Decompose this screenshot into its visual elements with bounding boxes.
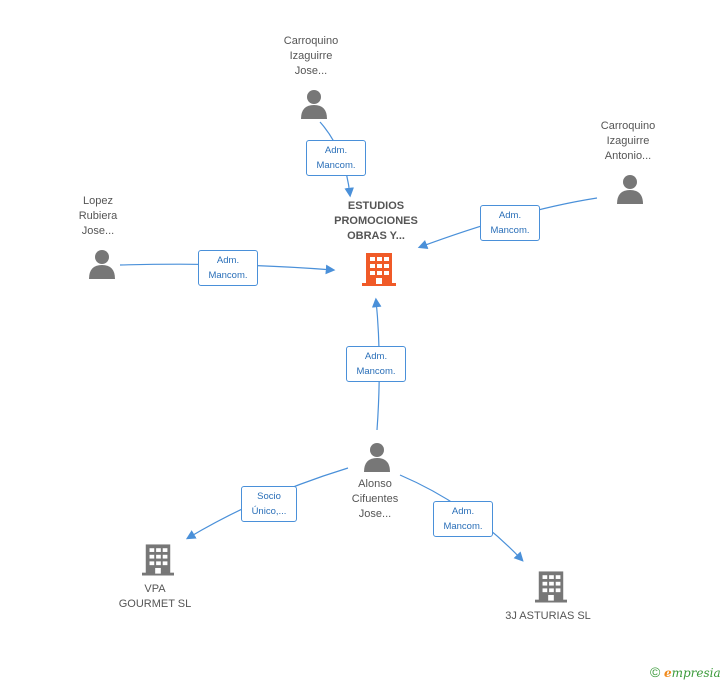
edge-label-asturias-line-2: Mancom. (443, 521, 483, 532)
center-company-label[interactable]: ESTUDIOS PROMOCIONES OBRAS Y... (316, 199, 436, 244)
building-icon[interactable] (142, 542, 174, 577)
edge-label-asturias-line-1: Adm. (451, 506, 475, 517)
edge-label-right-line-2: Mancom. (490, 225, 530, 236)
edge-label-left[interactable]: Adm. Mancom. (198, 250, 258, 286)
edge-label-vpa-line-2: Único,... (251, 506, 287, 517)
center-line-1: ESTUDIOS (347, 200, 405, 212)
top-person-line-3: Jose... (294, 65, 328, 77)
edge-label-right-line-1: Adm. (498, 210, 522, 221)
right-person-line-1: Carroquino (600, 120, 656, 132)
edge-label-right[interactable]: Adm. Mancom. (480, 205, 540, 241)
brand-logo[interactable]: empresia (664, 666, 721, 680)
bottom-person-line-3: Jose... (358, 508, 392, 520)
center-line-3: OBRAS Y... (347, 230, 405, 242)
top-person-label[interactable]: Carroquino Izaguirre Jose... (251, 34, 371, 79)
brand-rest: mpresia (671, 666, 721, 680)
footer-brand: © empresia (650, 664, 721, 680)
center-line-2: PROMOCIONES (334, 215, 418, 227)
person-icon[interactable] (616, 174, 644, 204)
edge-label-vpa[interactable]: Socio Único,... (241, 486, 297, 522)
top-person-line-1: Carroquino (283, 35, 339, 47)
person-icon[interactable] (363, 442, 391, 472)
edge-label-left-line-1: Adm. (216, 255, 240, 266)
edge-label-left-line-2: Mancom. (208, 270, 248, 281)
edge-label-vpa-line-1: Socio (257, 491, 281, 502)
right-person-line-2: Izaguirre (606, 135, 650, 147)
right-person-label[interactable]: Carroquino Izaguirre Antonio... (568, 119, 688, 164)
asturias-company-label[interactable]: 3J ASTURIAS SL (488, 609, 608, 624)
building-icon[interactable] (362, 251, 396, 287)
brand-initial: e (663, 666, 672, 680)
edge-label-top-line-2: Mancom. (316, 160, 356, 171)
edge-label-bottom-line-1: Adm. (364, 351, 388, 362)
asturias-line-1: 3J ASTURIAS SL (505, 610, 591, 622)
vpa-company-label[interactable]: VPA GOURMET SL (95, 582, 215, 612)
left-person-line-2: Rubiera (78, 210, 118, 222)
edge-label-asturias[interactable]: Adm. Mancom. (433, 501, 493, 537)
building-icon[interactable] (535, 569, 567, 604)
left-person-line-3: Jose... (81, 225, 115, 237)
person-icon[interactable] (88, 249, 116, 279)
vpa-line-1: VPA (144, 583, 166, 595)
bottom-person-line-2: Cifuentes (351, 493, 399, 505)
left-person-label[interactable]: Lopez Rubiera Jose... (38, 194, 158, 239)
bottom-person-line-1: Alonso (358, 478, 392, 490)
edge-label-top-line-1: Adm. (324, 145, 348, 156)
copyright-icon: © (650, 664, 661, 680)
edge-label-top[interactable]: Adm. Mancom. (306, 140, 366, 176)
right-person-line-3: Antonio... (604, 150, 652, 162)
bottom-person-label[interactable]: Alonso Cifuentes Jose... (315, 477, 435, 522)
vpa-line-2: GOURMET SL (118, 598, 192, 610)
edge-label-bottom[interactable]: Adm. Mancom. (346, 346, 406, 382)
top-person-line-2: Izaguirre (289, 50, 333, 62)
left-person-line-1: Lopez (83, 195, 113, 207)
person-icon[interactable] (300, 89, 328, 119)
edge-label-bottom-line-2: Mancom. (356, 366, 396, 377)
